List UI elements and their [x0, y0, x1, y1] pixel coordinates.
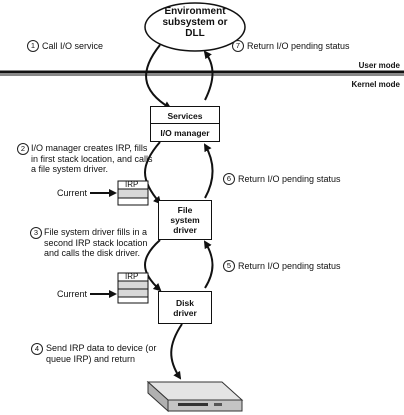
step-2-text: I/O manager creates IRP, fills in first … — [31, 143, 153, 175]
step-3-line-1: File system driver fills in a — [44, 227, 148, 237]
step-6-line-1: Return I/O pending status — [238, 174, 341, 184]
disk-device-icon — [146, 380, 244, 413]
disk-driver-line-1: Disk — [176, 297, 194, 308]
step-1-text: Call I/O service — [42, 41, 103, 52]
step-3-line-2: second IRP stack location — [44, 237, 148, 248]
environment-subsystem-label: Environment subsystem or DLL — [145, 6, 245, 39]
disk-driver-box: Disk driver — [158, 291, 212, 324]
step-1-badge: 1 — [27, 40, 39, 52]
current-label-1: Current — [57, 188, 88, 198]
environment-subsystem-ellipse — [144, 2, 246, 52]
irp-stack-1 — [117, 180, 149, 206]
step-4-text: Send IRP data to device (or queue IRP) a… — [46, 343, 156, 364]
step-2-badge: 2 — [17, 143, 29, 155]
step-1-line-1: Call I/O service — [42, 41, 104, 51]
step-3-badge: 3 — [30, 227, 42, 239]
step-2-line-1: I/O manager creates IRP, fills — [31, 143, 148, 153]
disk-driver-line-2: driver — [173, 307, 197, 318]
call-fs-driver-arrow — [144, 141, 162, 205]
return-pending-arrow-7 — [203, 50, 214, 101]
step-7-badge: 7 — [232, 40, 244, 52]
step-6-badge: 6 — [223, 173, 235, 185]
fs-driver-line-1: File — [177, 205, 193, 215]
return-pending-arrow-5 — [203, 240, 214, 289]
current-label-2: Current — [57, 289, 88, 299]
step-2-line-3: a file system driver. — [31, 164, 109, 174]
irp-label-1: IRP — [125, 180, 139, 189]
step-4-line-2: queue IRP) and return — [46, 353, 136, 364]
env-line-2: subsystem or — [162, 17, 228, 28]
send-to-device-arrow — [170, 323, 183, 380]
step-3-text: File system driver fills in a second IRP… — [44, 227, 147, 259]
irp-label-2: IRP — [125, 272, 139, 281]
fs-driver-line-2: system — [170, 215, 200, 225]
call-io-service-arrow — [145, 44, 172, 110]
irp-stack-2 — [117, 272, 149, 304]
call-disk-driver-arrow — [144, 239, 162, 292]
step-7-text: Return I/O pending status — [247, 41, 350, 52]
step-5-text: Return I/O pending status — [238, 261, 341, 272]
step-5-badge: 5 — [223, 260, 235, 272]
step-7-line-1: Return I/O pending status — [247, 41, 350, 51]
fs-driver-line-3: driver — [173, 225, 197, 235]
step-3-line-3: and calls the disk driver. — [44, 248, 141, 258]
step-2-line-2: in first stack location, and calls — [31, 153, 153, 164]
env-line-1: Environment — [164, 6, 226, 17]
user-mode-label: User mode — [358, 61, 400, 70]
return-pending-arrow-6 — [203, 143, 214, 199]
file-system-driver-box: File system driver — [158, 200, 212, 240]
step-5-line-1: Return I/O pending status — [238, 261, 341, 271]
io-manager-box: I/O manager — [150, 123, 220, 142]
kernel-mode-label: Kernel mode — [351, 80, 400, 89]
step-4-line-1: Send IRP data to device (or — [46, 343, 157, 353]
step-6-text: Return I/O pending status — [238, 174, 341, 185]
env-line-3: DLL — [185, 28, 205, 39]
step-4-badge: 4 — [31, 343, 43, 355]
